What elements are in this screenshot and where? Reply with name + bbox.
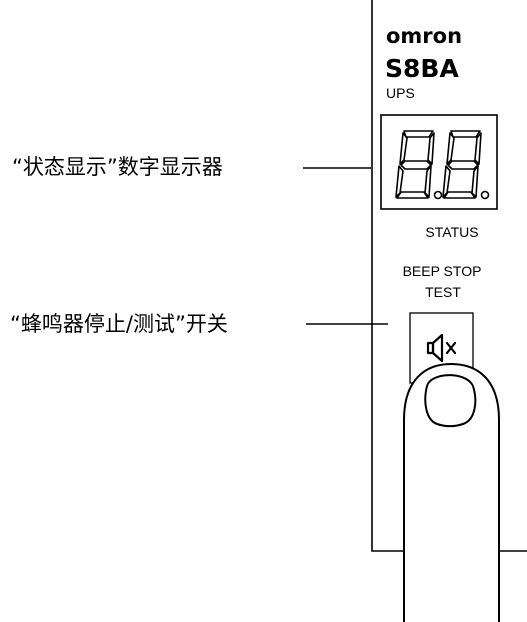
decimal-point-2 <box>480 190 490 200</box>
callout-beep-switch: “蜂鸣器停止/测试”开关 <box>10 312 228 336</box>
speaker-mute-icon <box>426 333 457 363</box>
seven-segment-digit-1 <box>395 130 435 199</box>
seven-segment-digit-2 <box>442 130 482 199</box>
model-subtitle: UPS <box>386 85 415 101</box>
pointing-finger-icon <box>403 362 500 622</box>
decimal-point-1 <box>433 190 443 200</box>
test-label: TEST <box>425 284 461 300</box>
status-label: STATUS <box>425 224 478 240</box>
model-name: S8BA <box>385 54 459 83</box>
callout-status-display: “状态显示”数字显示器 <box>12 155 223 179</box>
beep-stop-label: BEEP STOP <box>403 263 482 279</box>
brand-logo: omron <box>386 24 462 48</box>
